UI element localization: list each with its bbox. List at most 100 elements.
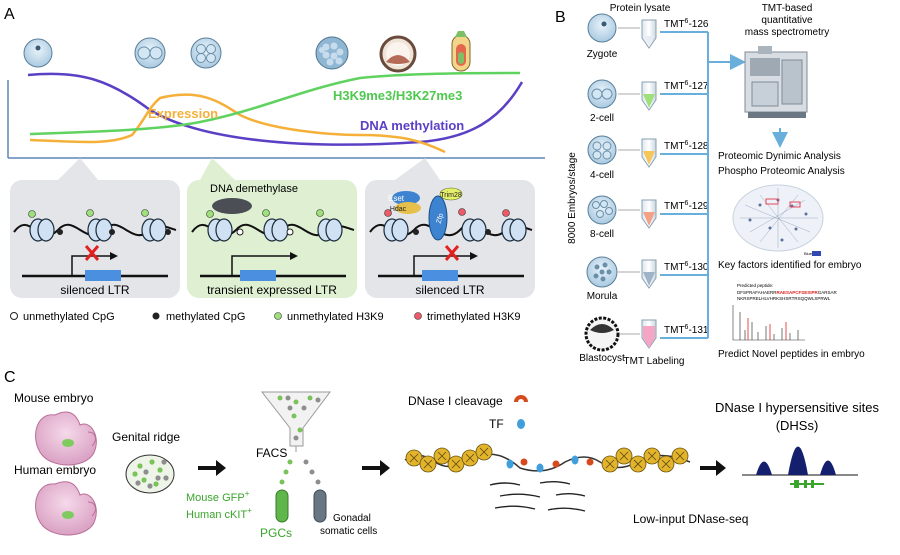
stage-label-2cell: 2-cell — [590, 113, 614, 124]
ltr-box-silenced-1 — [10, 180, 180, 298]
hdac-label: Hdac — [390, 206, 407, 213]
panel-a: A — [4, 6, 545, 323]
tube-126 — [641, 19, 657, 49]
box1-caption: silenced LTR — [60, 283, 129, 297]
human-ckit-label: Human cKIT+ — [186, 506, 252, 521]
stage-embryo-blastocyst — [379, 35, 417, 73]
methylation-label: DNA methylation — [360, 118, 464, 133]
stage-zygote — [587, 13, 617, 43]
protein-lysate-label: Protein lysate — [610, 3, 671, 14]
tube-129 — [641, 199, 657, 229]
dhs-subtitle: (DHSs) — [776, 418, 819, 433]
predicted-peptide-heading: Predicted peptide: — [737, 283, 773, 288]
histone-curve — [29, 71, 521, 136]
ltr-box-silenced-2: Zfp — [365, 180, 535, 298]
arrow-2 — [362, 460, 390, 476]
legend-unmethylated-cpg: unmethylated CpG — [23, 311, 115, 323]
stage-8cell — [587, 195, 617, 225]
gonadal-label: Gonadal — [333, 513, 371, 524]
mouse-embryo-icon — [35, 411, 97, 466]
box2-caption: transient expressed LTR — [207, 283, 337, 297]
network-blue-tag: Blue — [804, 251, 813, 256]
dnase-enzyme-icon — [514, 395, 528, 402]
protein-network-graphic: Blue — [732, 184, 824, 256]
arrow-3 — [700, 460, 726, 476]
tube-128 — [641, 138, 657, 168]
novel-peptides-label: Predict Novel peptides in embryo — [718, 349, 865, 360]
human-embryo-icon — [35, 481, 97, 536]
stage-label-zygote: Zygote — [587, 49, 618, 60]
expression-curve — [29, 93, 446, 154]
proteomic-analysis-label: Proteomic Dynimic Analysis — [718, 151, 841, 162]
mass-spectrometer-icon — [744, 46, 808, 118]
mouse-gfp-label: Mouse GFP+ — [186, 489, 250, 504]
genital-ridge-label: Genital ridge — [112, 430, 180, 444]
phospho-analysis-label: Phospho Proteomic Analysis — [718, 166, 845, 177]
pgcs-label: PGCs — [260, 526, 292, 540]
arrow-1 — [198, 460, 226, 476]
zfp-label: Zfp — [436, 213, 445, 225]
tube-127 — [641, 81, 657, 111]
stage-embryo-morula — [315, 36, 349, 70]
panel-c: C Mouse embryo Human embryo Genital ridg… — [4, 369, 880, 540]
histone-label: H3K9me3/H3K27me3 — [333, 88, 462, 103]
tmt-labeling-label: TMT Labeling — [624, 356, 685, 367]
stage-label-4cell: 4-cell — [590, 170, 614, 181]
panel-c-label: C — [4, 369, 16, 386]
tf-label: TF — [489, 417, 504, 431]
tmt-tag-labels: TMT6-126 TMT6-127 TMT6-128 TMT6-129 TMT6… — [664, 18, 709, 336]
genital-ridge-icon — [125, 454, 175, 494]
callout-2 — [200, 158, 235, 180]
facs-label: FACS — [256, 446, 287, 460]
stage-morula — [586, 256, 618, 288]
eset-label: Eset — [388, 194, 405, 203]
chromatin-beads — [404, 443, 691, 473]
legend-methylated-cpg: methylated CpG — [166, 311, 245, 323]
callout-1 — [58, 158, 98, 180]
stage-label-8cell: 8-cell — [590, 229, 614, 240]
stage-4cell — [587, 135, 617, 165]
stage-embryo-egg-cylinder — [451, 31, 471, 72]
stage-embryo-2cell — [134, 37, 166, 69]
tmt-tag-129: TMT6-129 — [664, 200, 709, 212]
stage-label-morula: Morula — [587, 291, 618, 302]
embryos-per-stage-label: 8000 Embryos/stage — [567, 152, 578, 244]
facs-sorter-icon — [260, 391, 331, 523]
demethylase-label: DNA demethylase — [210, 183, 298, 195]
dhs-title: DNase I hypersensitive sites — [715, 400, 880, 415]
stage-embryo-zygote — [23, 38, 53, 68]
box3-caption: silenced LTR — [415, 283, 484, 297]
tmt-tag-128: TMT6-128 — [664, 140, 709, 152]
stage-to-tube-arrows — [618, 27, 640, 335]
tmt-tag-127: TMT6-127 — [664, 80, 709, 92]
tmt-tag-126: TMT6-126 — [664, 18, 709, 30]
stage-2cell — [587, 79, 617, 109]
dhs-peaks — [742, 446, 858, 488]
callout-3 — [395, 158, 440, 180]
peptide-sequence-1: DFSPRAFAHAERRRAESAPCFSESIPRGARSAR — [737, 290, 838, 295]
collector-lines — [660, 31, 788, 339]
ltr-box-transient — [187, 180, 357, 298]
tmt-tubes — [641, 19, 657, 349]
stage-label-blastocyst: Blastocyst — [579, 353, 625, 364]
tmt-tag-130: TMT6-130 — [664, 261, 709, 273]
stage-embryo-4cell — [190, 37, 222, 69]
expression-label: Expression — [148, 106, 218, 121]
tmt-tag-131: TMT6-131 — [664, 324, 709, 336]
low-input-dnaseseq-label: Low-input DNase-seq — [633, 512, 748, 526]
human-embryo-label: Human embryo — [14, 463, 96, 477]
dna-fragments — [489, 481, 586, 512]
tube-131 — [641, 319, 657, 349]
stage-blastocyst — [584, 316, 620, 352]
somatic-cells-label: somatic cells — [320, 526, 377, 537]
dnase-cleavage-label: DNase I cleavage — [408, 394, 503, 408]
tf-icon — [517, 419, 525, 429]
panel-a-legend: unmethylated CpG methylated CpG unmethyl… — [10, 311, 521, 323]
mouse-embryo-label: Mouse embryo — [14, 391, 94, 405]
dna-methylation-curve — [27, 72, 524, 146]
peptide-sequence-2: NKRSPRELHLVHRKSHSRTRSQQWLSPRWL — [737, 296, 831, 301]
peptide-spectrum-graphic: Predicted peptide: DFSPRAFAHAERRRAESAPCF… — [732, 283, 838, 341]
